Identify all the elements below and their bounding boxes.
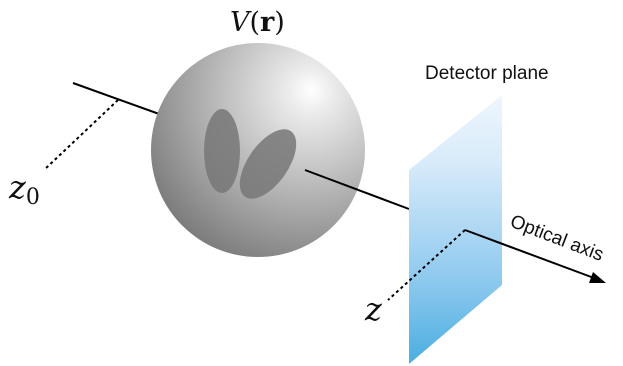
start-plane-dotted-line: [43, 99, 119, 171]
optical-axis-line: [464, 229, 595, 279]
detector-plane: [409, 95, 502, 364]
detector-position-dotted-line: [387, 229, 466, 301]
inclusion-left: [204, 109, 240, 193]
inclusion-right: [239, 129, 297, 199]
optical-axis-label: Optical axis: [507, 211, 606, 266]
arrow-right-icon: [589, 272, 606, 283]
detector-position-label: z: [364, 290, 383, 328]
potential-symbol: V: [230, 7, 252, 38]
potential-close-paren: ): [274, 7, 285, 38]
detector-plane-label: Detector plane: [425, 63, 549, 84]
start-plane-symbol: z: [8, 168, 27, 206]
scattering-sphere: [151, 43, 365, 257]
potential-label: V(r): [230, 7, 285, 38]
start-plane-subscript: 0: [26, 185, 40, 210]
start-plane-label: z0: [8, 168, 40, 210]
incoming-beam-line: [72, 82, 163, 116]
potential-argument: r: [260, 7, 275, 38]
transmitted-beam-line: [304, 169, 410, 210]
potential-open-paren: (: [250, 7, 261, 38]
